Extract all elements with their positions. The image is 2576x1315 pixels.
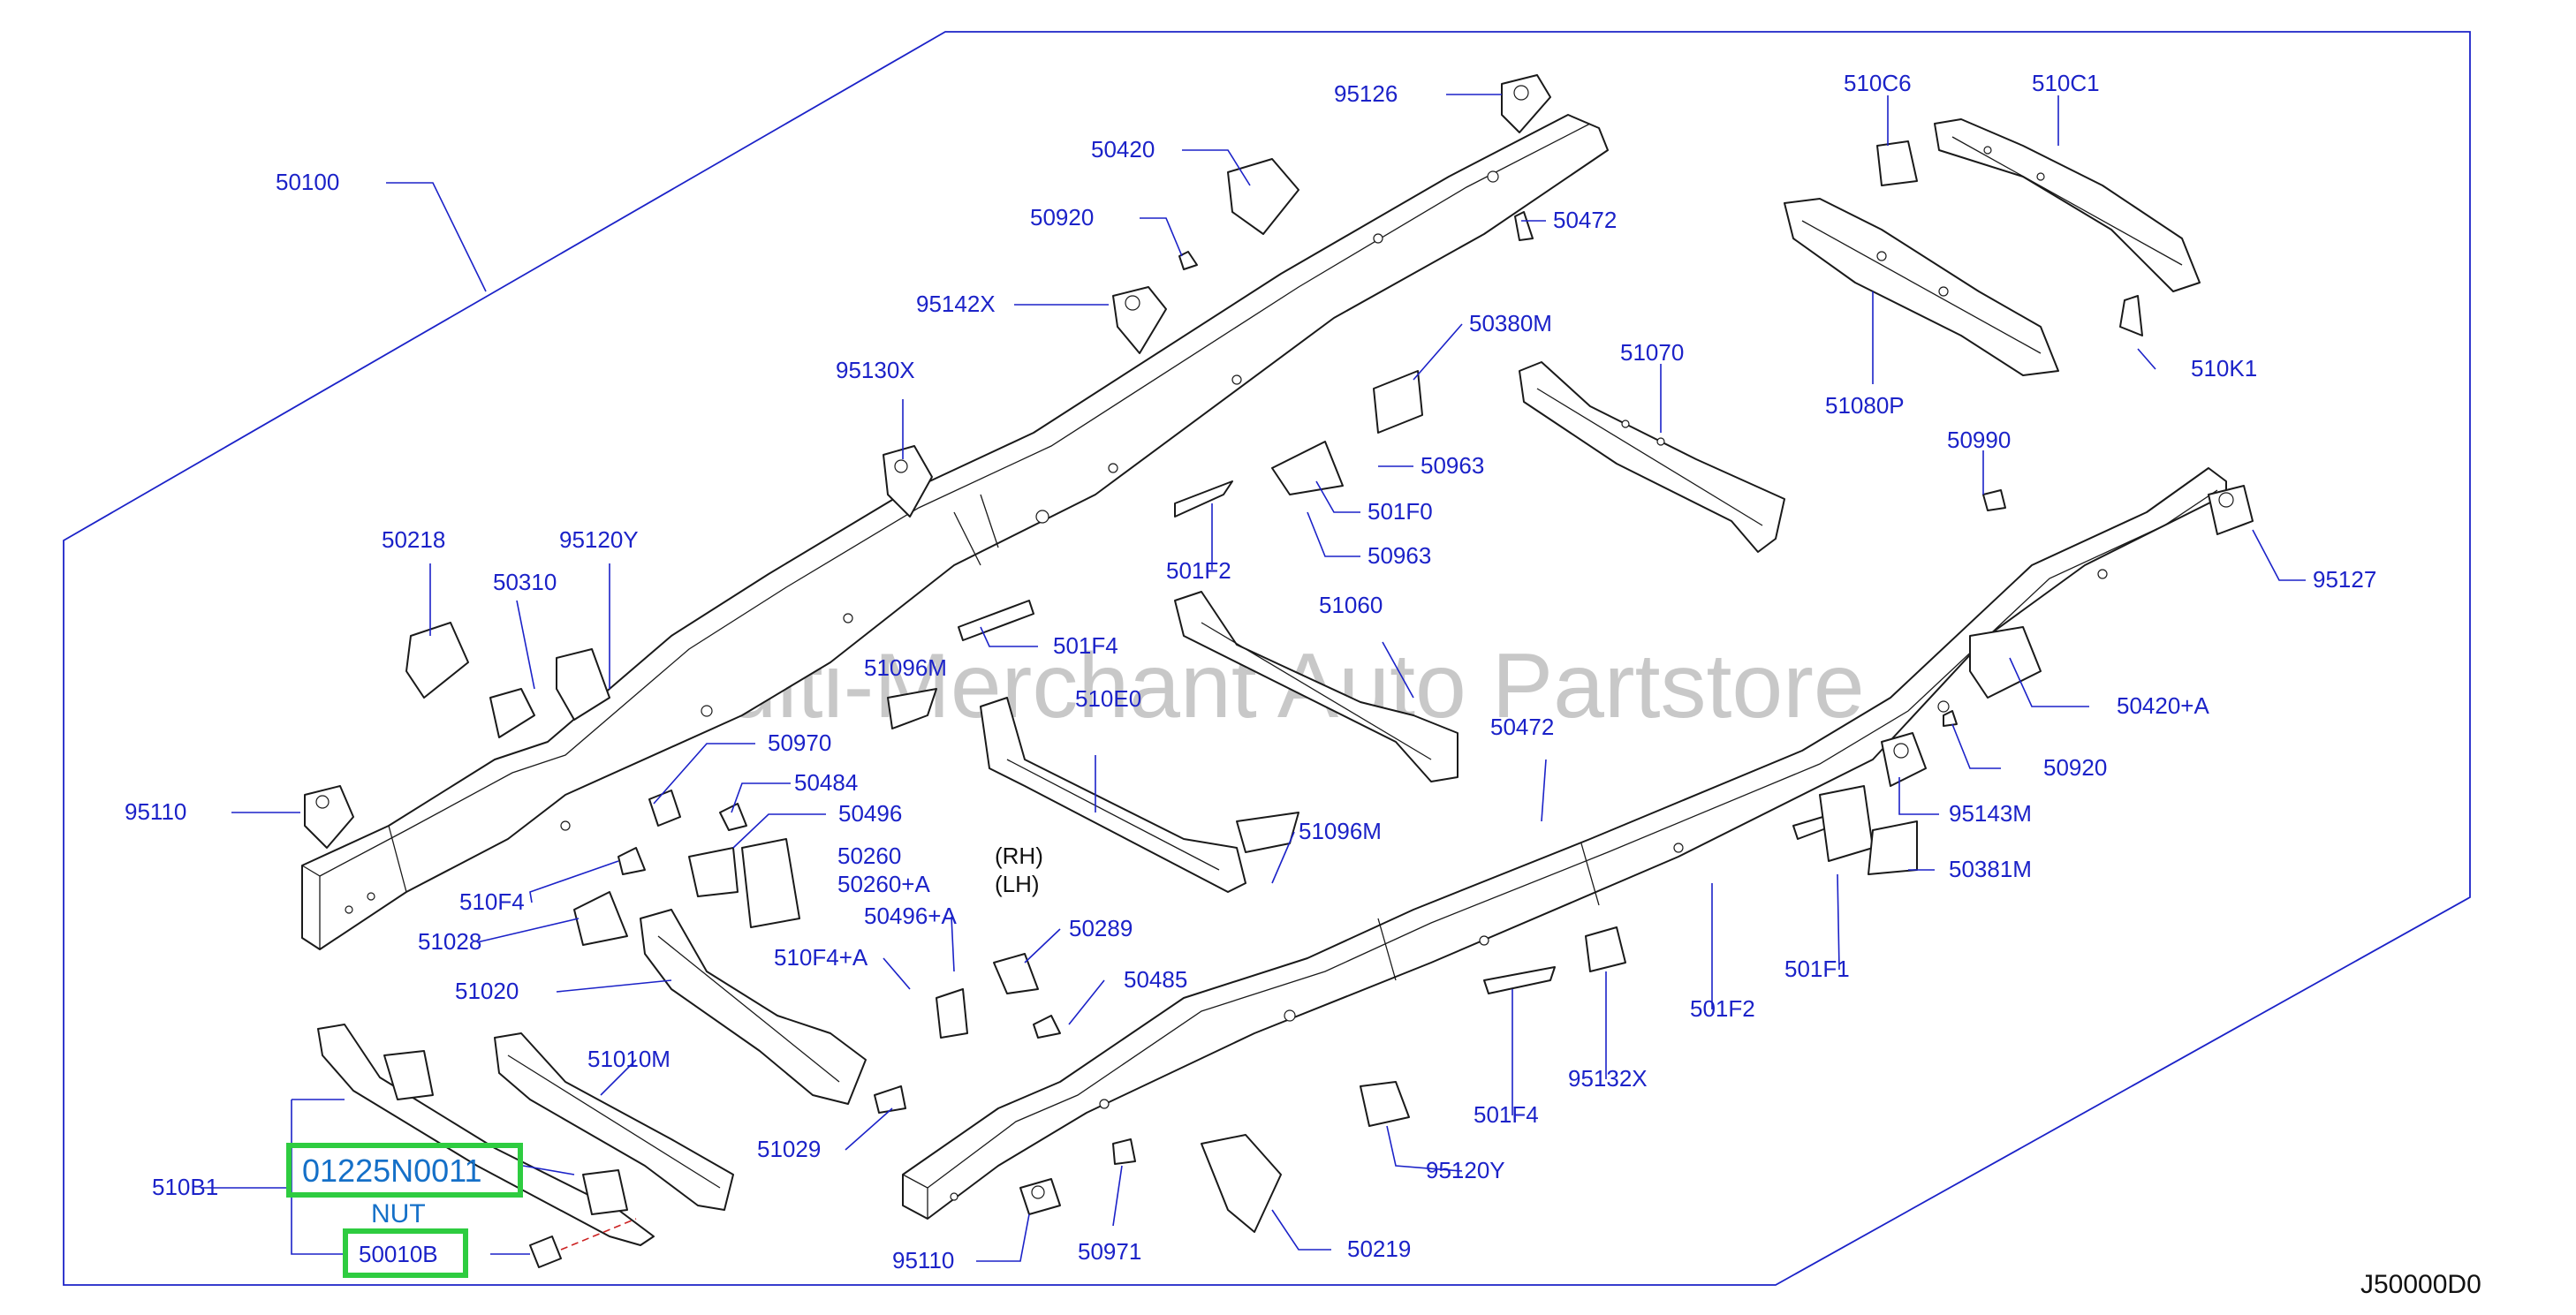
cross-member-51010m — [494, 1032, 734, 1211]
watermark-text: Multi-Merchant Auto Partstore — [649, 635, 1865, 737]
diagram-code: J50000D0 — [2360, 1270, 2481, 1299]
label-51028[interactable]: 51028 — [418, 928, 481, 955]
label-95132x[interactable]: 95132X — [1568, 1065, 1648, 1092]
label-50963-a[interactable]: 50963 — [1421, 452, 1484, 479]
highlighted-part-name: NUT — [371, 1199, 426, 1228]
right-frame-rail — [902, 467, 2227, 1220]
highlighted-part-ref[interactable]: 50010B — [359, 1241, 438, 1267]
highlight-box-part-ref — [343, 1228, 468, 1278]
label-51070[interactable]: 51070 — [1620, 339, 1684, 366]
label-lh: (LH) — [995, 871, 1040, 897]
highlight-box-part-number — [286, 1143, 523, 1198]
label-50496-a[interactable]: 50496+A — [864, 903, 957, 929]
label-510f4[interactable]: 510F4 — [459, 888, 525, 915]
label-510b1[interactable]: 510B1 — [152, 1174, 218, 1200]
label-50218[interactable]: 50218 — [382, 526, 445, 553]
label-50219[interactable]: 50219 — [1347, 1236, 1411, 1262]
label-51080p[interactable]: 51080P — [1825, 392, 1905, 419]
label-501f0[interactable]: 501F0 — [1368, 498, 1433, 525]
label-50971[interactable]: 50971 — [1078, 1238, 1141, 1265]
label-95142x[interactable]: 95142X — [916, 291, 996, 317]
label-510c6[interactable]: 510C6 — [1844, 70, 1912, 96]
leader-lines — [201, 94, 2306, 1262]
label-95120y-b[interactable]: 95120Y — [1426, 1157, 1505, 1183]
label-510c1[interactable]: 510C1 — [2032, 70, 2100, 96]
cross-member-510c1 — [1934, 118, 2201, 292]
label-50485[interactable]: 50485 — [1124, 966, 1187, 993]
label-51060[interactable]: 51060 — [1319, 592, 1383, 618]
cross-member-51080p — [1784, 198, 2059, 376]
label-50472[interactable]: 50472 — [1553, 207, 1617, 233]
left-frame-rail — [301, 114, 1609, 950]
label-95127[interactable]: 95127 — [2313, 566, 2376, 593]
cross-member-51060 — [1174, 591, 1458, 782]
label-95143m[interactable]: 95143M — [1949, 800, 2032, 827]
label-50310[interactable]: 50310 — [493, 569, 557, 595]
label-51020[interactable]: 51020 — [455, 978, 519, 1004]
cross-member-510e0 — [980, 697, 1246, 893]
label-501f1[interactable]: 501F1 — [1784, 956, 1850, 982]
label-rh: (RH) — [995, 843, 1043, 869]
highlighted-part-number[interactable]: 01225N0011 — [302, 1153, 482, 1189]
label-50920[interactable]: 50920 — [1030, 204, 1094, 231]
cross-member-510b1 — [317, 1024, 655, 1246]
label-510k1[interactable]: 510K1 — [2191, 355, 2257, 382]
label-95120y-a[interactable]: 95120Y — [559, 526, 639, 553]
label-95110-a[interactable]: 95110 — [125, 798, 186, 825]
label-50100[interactable]: 50100 — [276, 169, 339, 195]
label-50420[interactable]: 50420 — [1091, 136, 1155, 162]
label-95110-b[interactable]: 95110 — [892, 1247, 954, 1273]
label-501f2-b[interactable]: 501F2 — [1690, 995, 1755, 1022]
label-51096m-b[interactable]: 51096M — [1299, 818, 1382, 844]
label-50963-b[interactable]: 50963 — [1368, 542, 1431, 569]
cross-member-51020 — [640, 909, 867, 1105]
label-50380m[interactable]: 50380M — [1469, 310, 1552, 336]
label-51096m-a[interactable]: 51096M — [864, 654, 947, 681]
label-510e0[interactable]: 510E0 — [1075, 685, 1141, 712]
diagram-border — [63, 31, 2471, 1286]
label-50496[interactable]: 50496 — [838, 800, 902, 827]
label-501f4-a[interactable]: 501F4 — [1053, 632, 1118, 659]
label-50260[interactable]: 50260 — [837, 843, 901, 869]
label-50970[interactable]: 50970 — [768, 729, 831, 756]
label-95126[interactable]: 95126 — [1334, 80, 1398, 107]
label-50260-a[interactable]: 50260+A — [837, 871, 930, 897]
label-50420-a[interactable]: 50420+A — [2117, 692, 2209, 719]
label-50381m[interactable]: 50381M — [1949, 856, 2032, 882]
part-labels: 50100 95126 50420 50920 95142X 50472 510… — [125, 70, 2481, 1299]
label-50990[interactable]: 50990 — [1947, 427, 2011, 453]
label-50472-b[interactable]: 50472 — [1490, 714, 1554, 740]
label-50484[interactable]: 50484 — [794, 769, 858, 796]
cross-member-51070 — [1519, 361, 1785, 553]
label-501f4-b[interactable]: 501F4 — [1474, 1101, 1539, 1128]
label-50289[interactable]: 50289 — [1069, 915, 1133, 941]
label-51010m[interactable]: 51010M — [587, 1046, 671, 1072]
label-510f4-a[interactable]: 510F4+A — [774, 944, 868, 971]
highlight-boxes — [286, 1143, 523, 1278]
label-50920-b[interactable]: 50920 — [2043, 754, 2107, 781]
label-51029[interactable]: 51029 — [757, 1136, 821, 1162]
label-501f2-a[interactable]: 501F2 — [1166, 557, 1231, 584]
label-95130x[interactable]: 95130X — [836, 357, 915, 383]
